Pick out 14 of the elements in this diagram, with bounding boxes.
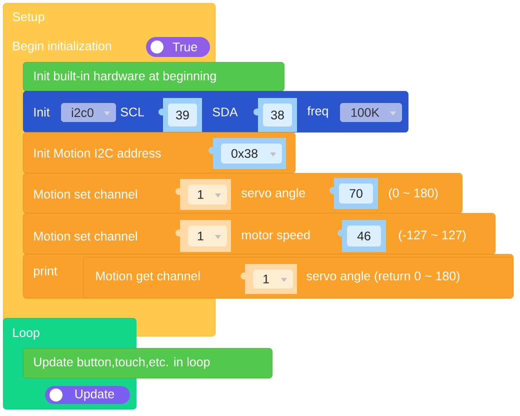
dropdown-field: 1 — [240, 264, 297, 294]
number-field: 70 — [330, 178, 378, 209]
dropdown-field: 1 — [176, 179, 231, 210]
number-field: 39 — [158, 98, 202, 132]
dropdown-field: i2c0 — [61, 103, 116, 122]
number-field: 46 — [338, 220, 386, 252]
dropdown-field: 1 — [176, 220, 231, 252]
dropdown-field: 100K — [340, 103, 402, 122]
code-block: Init built-in hardware at beginning — [23, 62, 284, 92]
number-field: 38 — [254, 98, 297, 132]
dropdown-field: 0x38 — [208, 138, 286, 169]
toggle-switch: True — [146, 37, 210, 57]
toggle-switch: Update — [45, 386, 130, 404]
code-block: Update button,touch,etc. in loop — [23, 348, 272, 378]
